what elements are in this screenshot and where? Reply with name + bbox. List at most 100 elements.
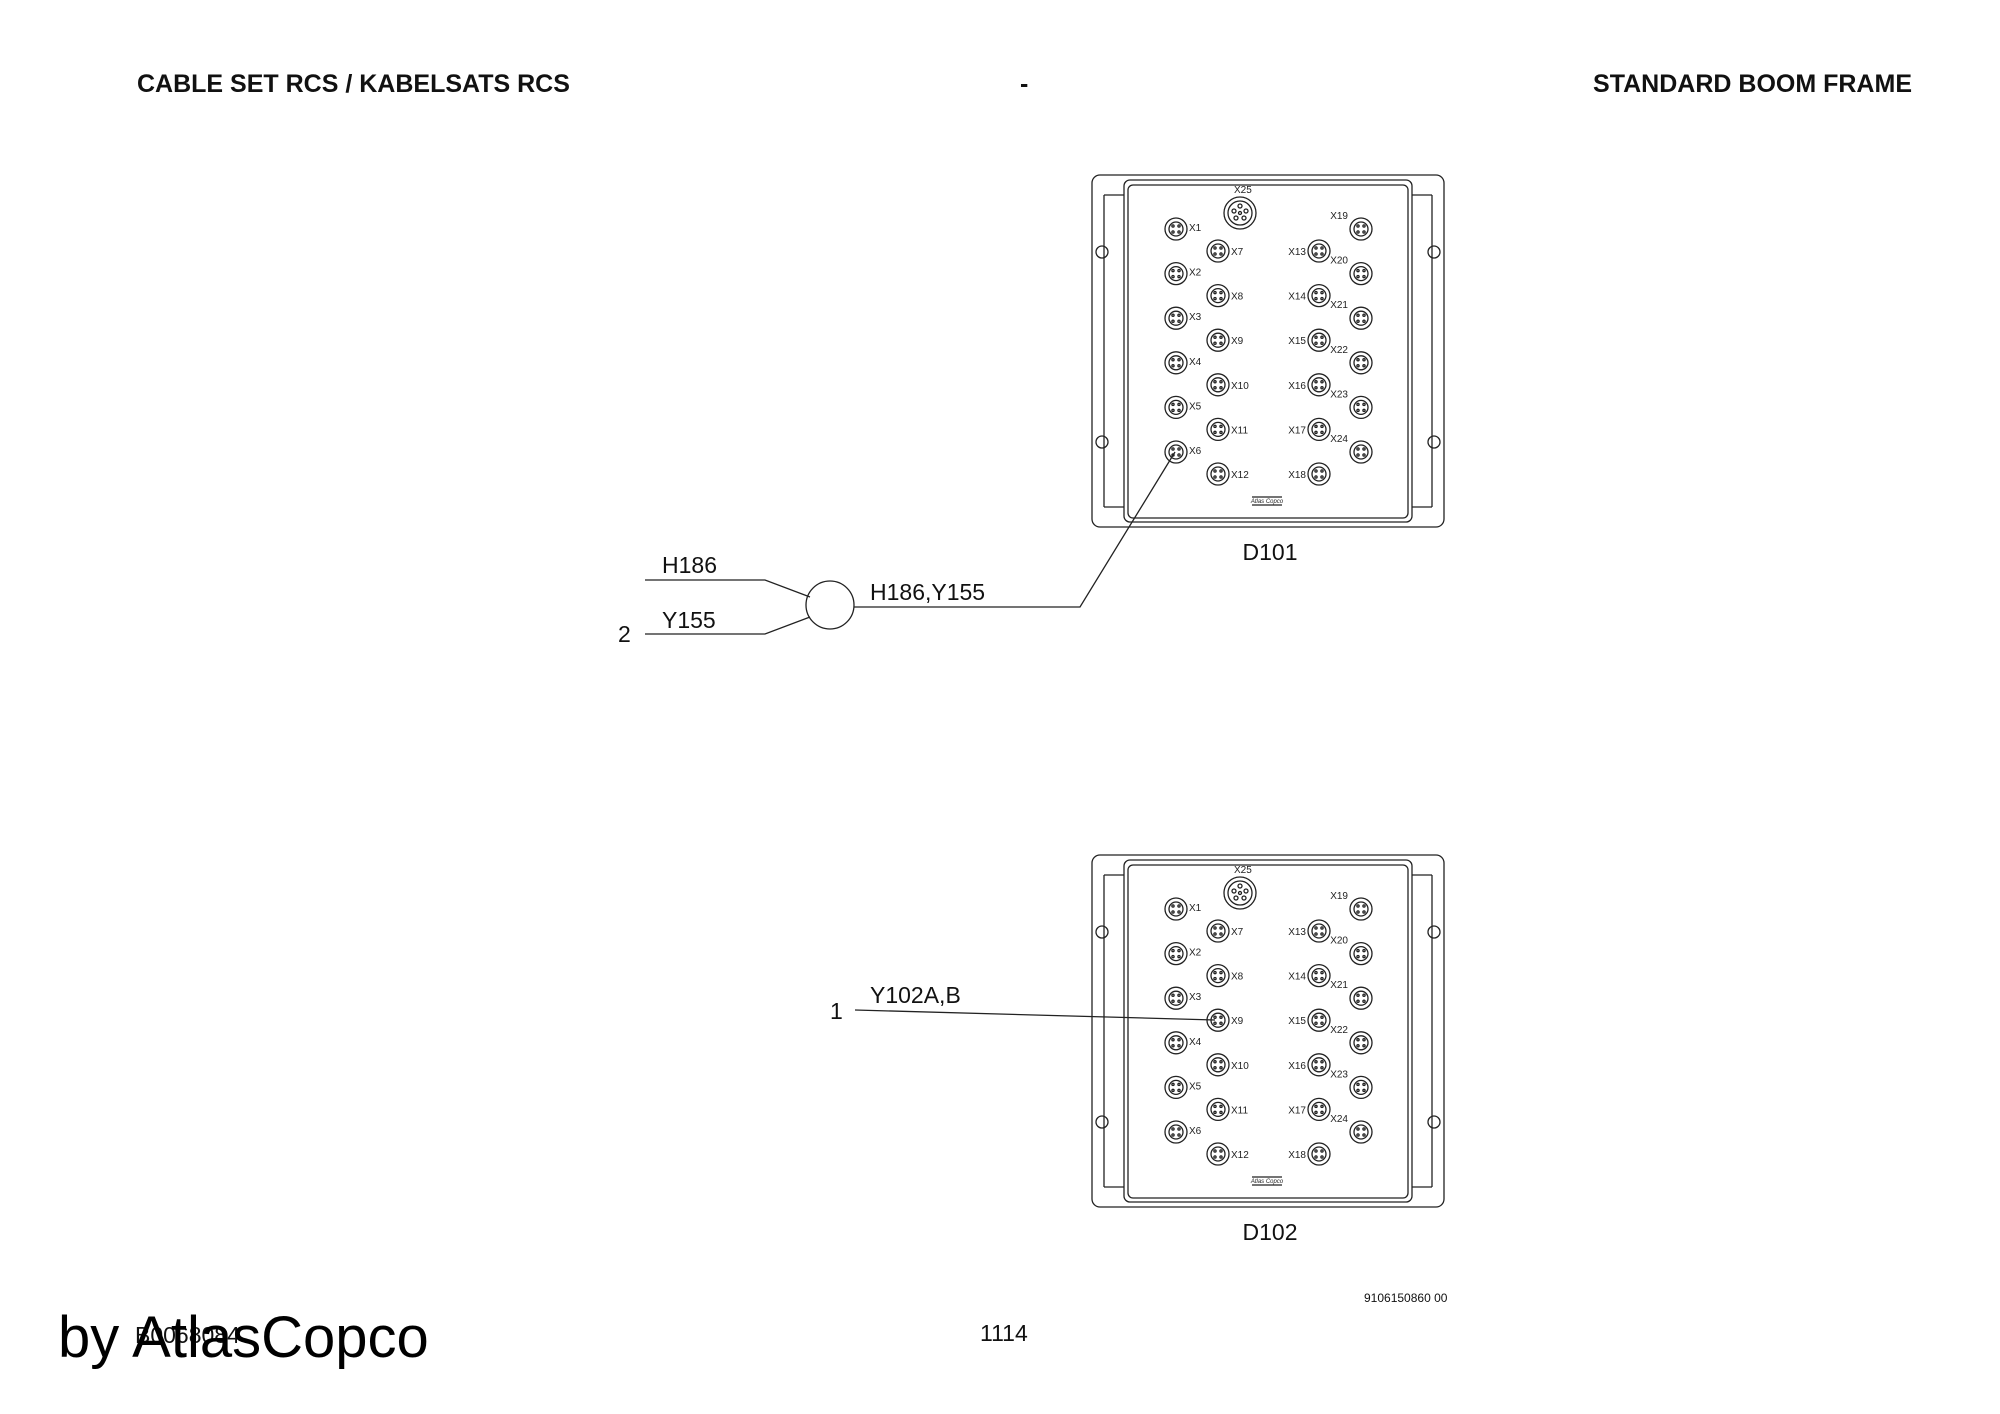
port-x18: X18 <box>1288 462 1331 486</box>
port-label: X22 <box>1330 345 1348 356</box>
svg-text:Atlas Copco: Atlas Copco <box>1250 499 1284 505</box>
cable-1-number: 1 <box>830 998 843 1024</box>
port-label: X9 <box>1231 336 1244 347</box>
port-x15: X15 <box>1288 1008 1331 1032</box>
port-label: X2 <box>1189 948 1202 959</box>
port-x19: X19 <box>1330 891 1373 921</box>
port-x4: X4 <box>1164 1031 1202 1055</box>
module-d101-body-inner <box>1127 184 1409 519</box>
port-label: X8 <box>1231 972 1244 983</box>
port-label: X14 <box>1288 972 1306 983</box>
header-separator: - <box>1020 70 1029 98</box>
port-label: X18 <box>1288 1150 1306 1161</box>
cable-2-trunk <box>854 451 1176 608</box>
module-d102-top-connector <box>1223 876 1257 910</box>
port-label: X19 <box>1330 211 1348 222</box>
cable-2-branch-y155 <box>645 616 811 635</box>
cable-2-combined-label: H186,Y155 <box>870 579 985 605</box>
port-label: X11 <box>1231 1105 1248 1116</box>
port-label: X21 <box>1330 980 1348 991</box>
port-x16: X16 <box>1288 1053 1331 1077</box>
port-x6: X6 <box>1164 440 1202 464</box>
port-x12: X12 <box>1206 462 1249 486</box>
port-x11: X11 <box>1206 1097 1248 1122</box>
atlas-copco-logo: Atlas Copco <box>1250 1176 1284 1186</box>
port-x14: X14 <box>1288 963 1331 988</box>
port-x17: X17 <box>1288 417 1331 442</box>
mount-hole <box>1427 435 1441 449</box>
port-label: X17 <box>1288 425 1306 436</box>
port-label: X14 <box>1288 292 1306 303</box>
document-number: 9106150860 00 <box>1364 1291 1448 1305</box>
page-number: 1114 <box>980 1320 1028 1346</box>
port-x14: X14 <box>1288 283 1331 308</box>
module-d101-ports: X1X2X3X4X5X6X7X8X9X10X11X12X13X14X15X16X… <box>1164 185 1373 486</box>
cable-1: 1 Y102A,B <box>830 982 1216 1024</box>
port-label: X12 <box>1231 470 1249 481</box>
port-x3: X3 <box>1164 306 1202 330</box>
port-x21: X21 <box>1330 980 1373 1010</box>
port-x10: X10 <box>1206 1053 1249 1077</box>
port-label-x25: X25 <box>1234 865 1252 876</box>
module-d101-body <box>1123 179 1413 523</box>
mount-hole <box>1427 245 1441 259</box>
port-x5: X5 <box>1164 1075 1202 1100</box>
port-x21: X21 <box>1330 300 1373 330</box>
port-x24: X24 <box>1330 1114 1373 1144</box>
port-x24: X24 <box>1330 434 1373 464</box>
port-label: X6 <box>1189 1126 1202 1137</box>
port-label: X18 <box>1288 470 1306 481</box>
module-d101: X1X2X3X4X5X6X7X8X9X10X11X12X13X14X15X16X… <box>1091 174 1445 528</box>
mount-hole <box>1095 1115 1109 1129</box>
port-label: X7 <box>1231 927 1244 938</box>
svg-text:Atlas Copco: Atlas Copco <box>1250 1179 1284 1185</box>
port-label: X1 <box>1189 223 1202 234</box>
port-x13: X13 <box>1288 919 1331 943</box>
cable-1-wire <box>854 1009 1216 1021</box>
module-d102-flange <box>1091 854 1445 1208</box>
port-x22: X22 <box>1330 345 1373 375</box>
port-x15: X15 <box>1288 328 1331 352</box>
module-d102-body <box>1123 859 1413 1203</box>
cable-2-branch-a-label: H186 <box>662 552 717 578</box>
port-x23: X23 <box>1330 1069 1373 1100</box>
port-label: X24 <box>1330 1114 1348 1125</box>
port-x20: X20 <box>1330 256 1373 286</box>
port-label: X15 <box>1288 1016 1306 1027</box>
port-label: X10 <box>1231 381 1249 392</box>
port-label: X23 <box>1330 389 1348 400</box>
port-label: X5 <box>1189 1081 1202 1092</box>
mount-hole <box>1095 925 1109 939</box>
port-x10: X10 <box>1206 373 1249 397</box>
port-x18: X18 <box>1288 1142 1331 1166</box>
port-label: X13 <box>1288 247 1306 258</box>
port-label: X12 <box>1231 1150 1249 1161</box>
port-x19: X19 <box>1330 211 1373 241</box>
port-label: X7 <box>1231 247 1244 258</box>
port-x6: X6 <box>1164 1120 1202 1144</box>
document-code: B0068084 <box>135 1322 240 1348</box>
port-x9: X9 <box>1206 328 1244 352</box>
port-label: X19 <box>1330 891 1348 902</box>
port-label: X16 <box>1288 381 1306 392</box>
module-d102-ports: X1X2X3X4X5X6X7X8X9X10X11X12X13X14X15X16X… <box>1164 865 1373 1166</box>
port-x1: X1 <box>1164 897 1202 921</box>
port-x7: X7 <box>1206 239 1244 263</box>
port-label: X17 <box>1288 1105 1306 1116</box>
module-d102-body-inner <box>1127 864 1409 1199</box>
port-x2: X2 <box>1164 941 1202 966</box>
port-x8: X8 <box>1206 283 1244 308</box>
cable-1-label: Y102A,B <box>870 982 961 1008</box>
port-x17: X17 <box>1288 1097 1331 1122</box>
cable-2-number: 2 <box>618 621 631 647</box>
port-label: X8 <box>1231 292 1244 303</box>
mount-hole <box>1095 245 1109 259</box>
port-x4: X4 <box>1164 351 1202 375</box>
port-label: X21 <box>1330 300 1348 311</box>
port-label: X10 <box>1231 1061 1249 1072</box>
port-x13: X13 <box>1288 239 1331 263</box>
cable-2-splice <box>805 580 855 630</box>
port-x11: X11 <box>1206 417 1248 442</box>
port-x3: X3 <box>1164 986 1202 1010</box>
